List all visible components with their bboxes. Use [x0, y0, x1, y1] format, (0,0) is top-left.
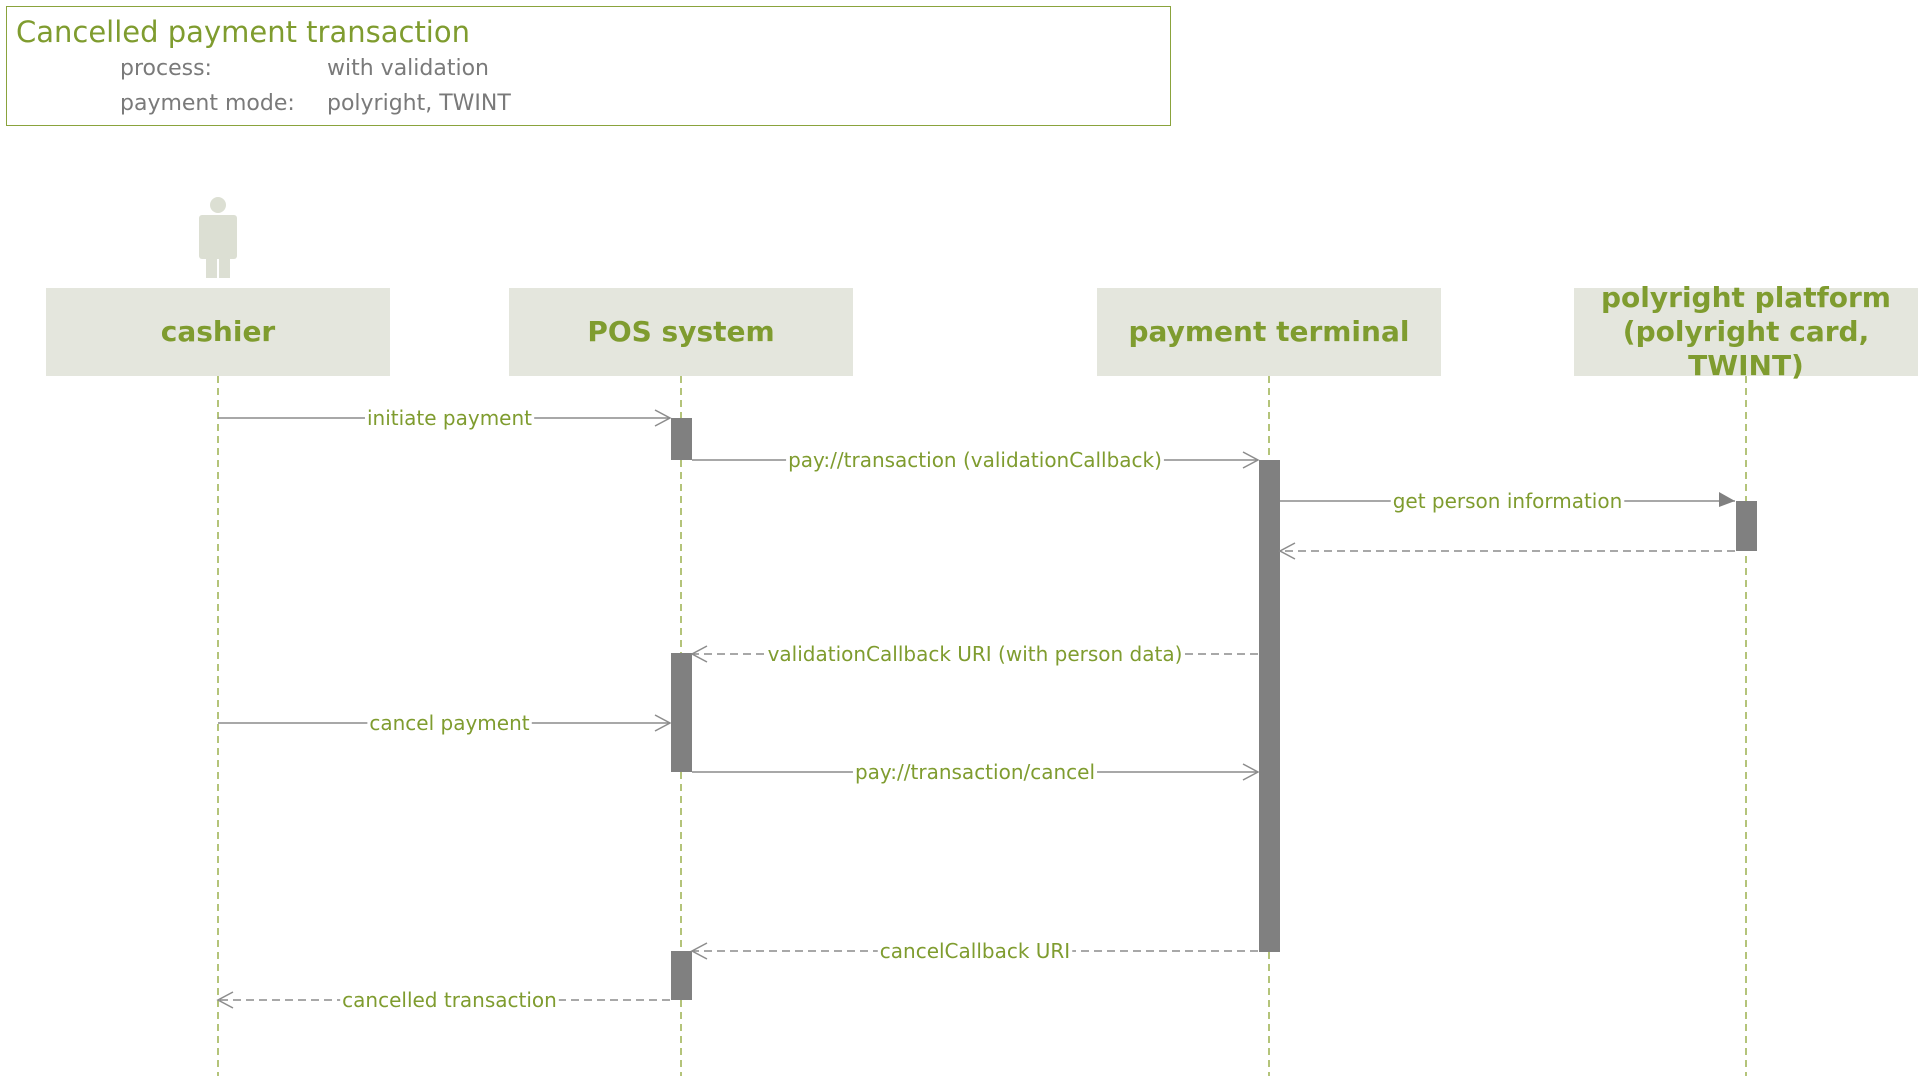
message-label-bg	[786, 448, 1164, 472]
message-label-bg	[364, 406, 535, 430]
message-6: cancel payment	[218, 711, 672, 735]
message-label-bg	[367, 711, 532, 735]
process-label: process:	[120, 56, 212, 81]
diagram-title: Cancelled payment transaction	[16, 15, 470, 49]
message-label: validationCallback URI (with person data…	[768, 642, 1183, 666]
diagram-frame: Cancelled payment transaction process: w…	[6, 6, 1171, 126]
participant-payment-terminal: payment terminal	[1097, 288, 1441, 376]
message-3: get person information	[1280, 489, 1735, 513]
arrowhead	[654, 409, 672, 427]
person-icon	[199, 197, 237, 278]
activation-pos	[671, 418, 692, 460]
message-label: pay://transaction/cancel	[855, 760, 1095, 784]
message-label-bg	[877, 939, 1073, 963]
message-9: cancelled transaction	[216, 988, 670, 1012]
activation-terminal	[1259, 460, 1280, 952]
activations	[671, 418, 1757, 1000]
activation-pos	[671, 951, 692, 1000]
activation-pos	[671, 653, 692, 772]
message-label-bg	[765, 642, 1185, 666]
message-label: pay://transaction (validationCallback)	[788, 448, 1162, 472]
message-8: cancelCallback URI	[690, 939, 1258, 963]
arrowhead	[1719, 492, 1735, 507]
message-2: pay://transaction (validationCallback)	[692, 448, 1260, 472]
process-value: with validation	[327, 56, 489, 81]
arrowhead	[690, 645, 708, 663]
arrowhead	[1242, 763, 1260, 781]
participant-pos-system: POS system	[509, 288, 853, 376]
arrowhead	[654, 714, 672, 732]
arrowhead	[1278, 542, 1296, 560]
message-label: cancelCallback URI	[880, 939, 1070, 963]
message-label: initiate payment	[367, 406, 532, 430]
message-label-bg	[852, 760, 1098, 784]
message-7: pay://transaction/cancel	[692, 760, 1260, 784]
message-label: cancel payment	[369, 711, 529, 735]
payment-mode-value: polyright, TWINT	[327, 91, 511, 116]
arrowhead	[1242, 451, 1260, 469]
message-4	[1278, 542, 1735, 560]
arrowhead	[216, 991, 234, 1009]
participant-polyright-platform: polyright platform (polyright card, TWIN…	[1574, 281, 1918, 382]
message-5: validationCallback URI (with person data…	[690, 642, 1258, 666]
payment-mode-label: payment mode:	[120, 91, 295, 116]
message-label-bg	[340, 988, 559, 1012]
messages: initiate payment pay://transaction (valid…	[216, 406, 1735, 1012]
participant-cashier: cashier	[46, 288, 390, 376]
arrowhead	[690, 942, 708, 960]
message-label: get person information	[1393, 489, 1623, 513]
message-label: cancelled transaction	[342, 988, 557, 1012]
message-label-bg	[1390, 489, 1625, 513]
activation-platform	[1736, 501, 1757, 551]
message-1: initiate payment	[218, 406, 672, 430]
